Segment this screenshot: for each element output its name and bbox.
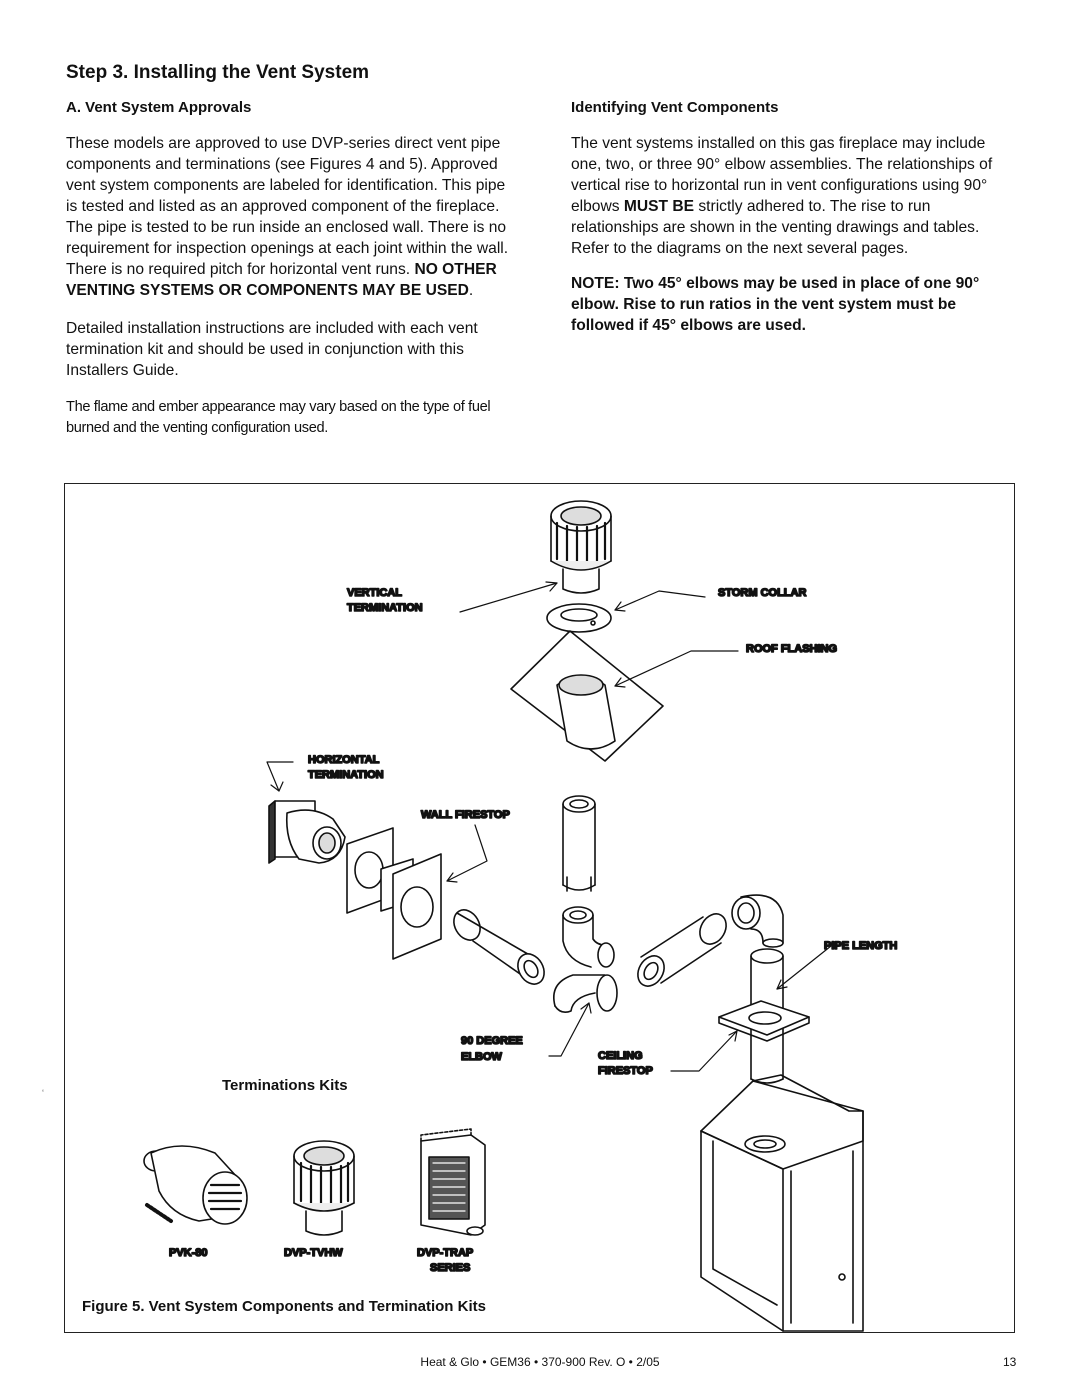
approvals-period: . [468,282,474,299]
terminations-kits-heading: Terminations Kits [222,1077,348,1094]
right-column: Identifying Vent Components The vent sys… [571,99,1017,336]
left-column: A. Vent System Approvals These models ar… [66,99,510,449]
roof-flashing-image [510,630,664,762]
dvp-trap-image [420,1128,486,1236]
callout-lines [266,581,842,1072]
label-ceiling-firestop-2: FIRESTOP [598,1065,653,1077]
identifying-paragraph: The vent systems installed on this gas f… [571,133,1017,259]
identifying-text-a: The vent systems installed on this gas f… [571,135,993,215]
page-number: 13 [1003,1355,1017,1369]
identifying-emphasis: MUST BE [623,198,695,215]
flame-paragraph: The flame and ember appearance may vary … [66,399,491,436]
pipe-section-right [637,913,727,987]
pipe-section-left [453,909,545,985]
pipe-section-vertical [562,795,596,892]
label-vertical-termination-1: VERTICAL [347,587,402,599]
storm-collar-image [546,603,612,633]
figure-caption: Figure 5. Vent System Components and Ter… [82,1298,486,1315]
wall-firestop-image [346,827,442,960]
label-90-degree-elbow-1: 90 DEGREE [461,1035,523,1047]
pvk-80-image [143,1145,248,1225]
vent-components-diagram: VERTICAL TERMINATION STORM COLLAR ROOF F… [143,500,898,1332]
label-wall-firestop: WALL FIRESTOP [421,809,510,821]
dvp-tvhw-image [293,1140,355,1236]
label-horizontal-termination-2: TERMINATION [308,769,384,781]
page-footer: Heat & Glo • GEM36 • 370-900 Rev. O • 2/… [420,1355,660,1369]
section-heading-identifying: Identifying Vent Components [571,99,779,116]
instructions-paragraph: Detailed installation instructions are i… [66,320,478,379]
label-roof-flashing: ROOF FLASHING [746,643,837,655]
label-dvp-trap-1: DVP-TRAP [417,1247,473,1259]
ceiling-firestop-image [718,1000,810,1042]
label-90-degree-elbow-2: ELBOW [461,1051,503,1063]
horizontal-termination-image [268,800,346,864]
stray-mark: ‘ [42,1088,44,1098]
label-storm-collar: STORM COLLAR [718,587,806,599]
label-ceiling-firestop-1: CEILING [598,1050,643,1062]
label-pvk-80: PVK-80 [169,1247,208,1259]
elbow-upper [562,906,615,968]
figure-frame: VERTICAL TERMINATION STORM COLLAR ROOF F… [64,483,1015,1333]
section-heading-approvals: A. Vent System Approvals [66,99,252,116]
approvals-paragraph: These models are approved to use DVP-ser… [66,133,510,301]
label-horizontal-termination-1: HORIZONTAL [308,754,380,766]
elbow-lower [553,974,618,1013]
elbow-right [731,894,784,948]
identifying-text-b: strictly adhered to. The rise to run rel… [571,198,980,257]
approvals-text: These models are approved to use DVP-ser… [66,135,509,278]
approvals-warning: NO OTHER VENTING SYSTEMS OR COMPONENTS M… [66,261,497,299]
vertical-termination-image [550,500,612,594]
label-vertical-termination-2: TERMINATION [347,602,423,614]
page-title: Step 3. Installing the Vent System [66,62,370,83]
label-pipe-length: PIPE LENGTH [824,940,897,952]
note-paragraph: NOTE: Two 45° elbows may be used in plac… [571,275,980,334]
label-dvp-trap-2: SERIES [430,1262,470,1274]
label-dvp-tvhw: DVP-TVHW [284,1247,343,1259]
fireplace-image [700,1074,864,1332]
